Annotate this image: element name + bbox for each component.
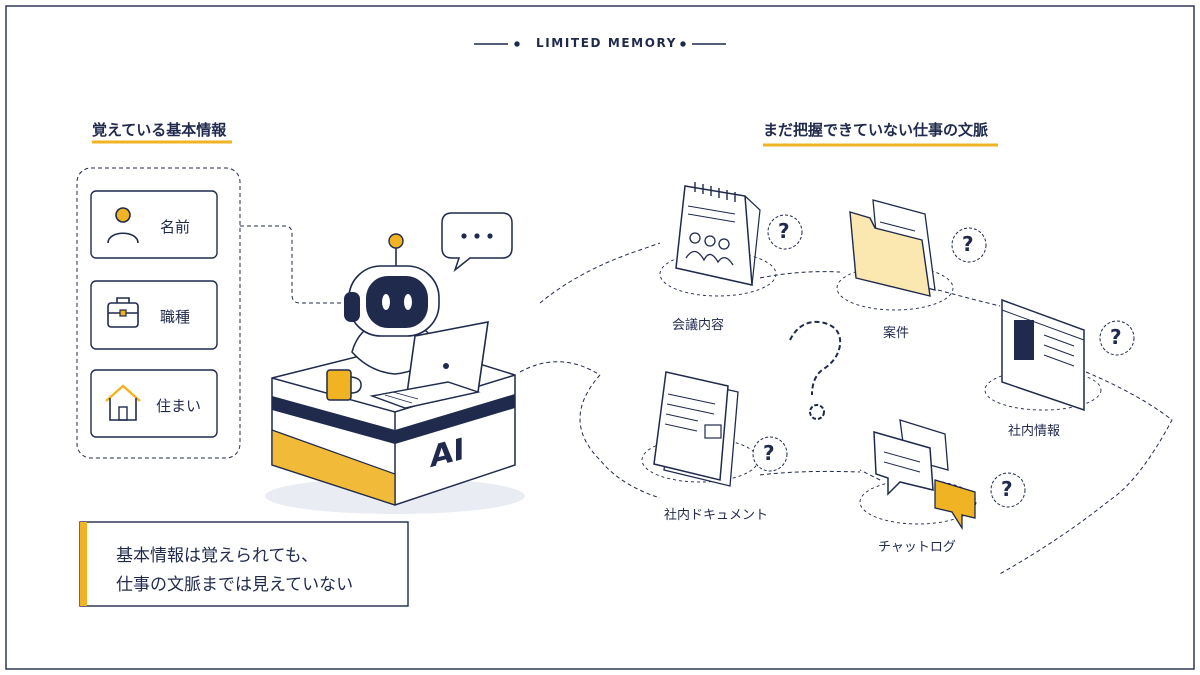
- context-path: [519, 242, 1173, 576]
- chat-icon: [859, 419, 977, 531]
- label-chat-log: チャットログ: [878, 540, 956, 555]
- right-heading: まだ把握できていない仕事の文脈: [763, 121, 989, 139]
- person-icon: [107, 207, 139, 244]
- outer-frame: [5, 5, 1195, 670]
- memory-connector: [240, 225, 342, 304]
- card-home: [90, 369, 218, 438]
- callout-line-2: 仕事の文脈までは見えていない: [116, 575, 354, 595]
- question-mark-3: ?: [1110, 325, 1122, 349]
- speech-bubble-icon: [441, 212, 513, 273]
- card-label-name: 名前: [160, 218, 191, 236]
- left-heading: 覚えている基本情報: [92, 121, 227, 139]
- callout-line-1: 基本情報は覚えられても、: [116, 546, 319, 566]
- card-job: [90, 280, 218, 350]
- label-internal-info: 社内情報: [1008, 424, 1061, 439]
- mug-icon: [326, 369, 362, 401]
- question-mark-1: ?: [778, 219, 790, 243]
- building-window-icon: [984, 298, 1102, 412]
- question-mark-4: ?: [763, 441, 775, 465]
- callout-box: [79, 521, 409, 607]
- card-label-home: 住まい: [156, 397, 202, 415]
- card-name: [90, 190, 218, 259]
- question-mark-icon: [789, 320, 842, 420]
- eyebrow-decoration: [474, 41, 726, 47]
- document-icon: [641, 371, 759, 487]
- question-mark-2: ?: [962, 232, 974, 256]
- eyebrow-label: LIMITED MEMORY: [536, 36, 677, 50]
- briefcase-icon: [107, 297, 139, 328]
- house-icon: [105, 384, 141, 421]
- laptop-icon: [369, 321, 489, 410]
- card-label-job: 職種: [160, 308, 191, 326]
- memory-container: [76, 167, 241, 459]
- folder-icon: [836, 199, 954, 311]
- calendar-icon: [659, 182, 777, 297]
- label-meeting: 会議内容: [672, 318, 725, 333]
- question-mark-5: ?: [1001, 477, 1013, 501]
- label-project: 案件: [883, 326, 910, 341]
- question-bubble-icon: [752, 214, 1135, 508]
- label-internal-docs: 社内ドキュメント: [664, 508, 769, 523]
